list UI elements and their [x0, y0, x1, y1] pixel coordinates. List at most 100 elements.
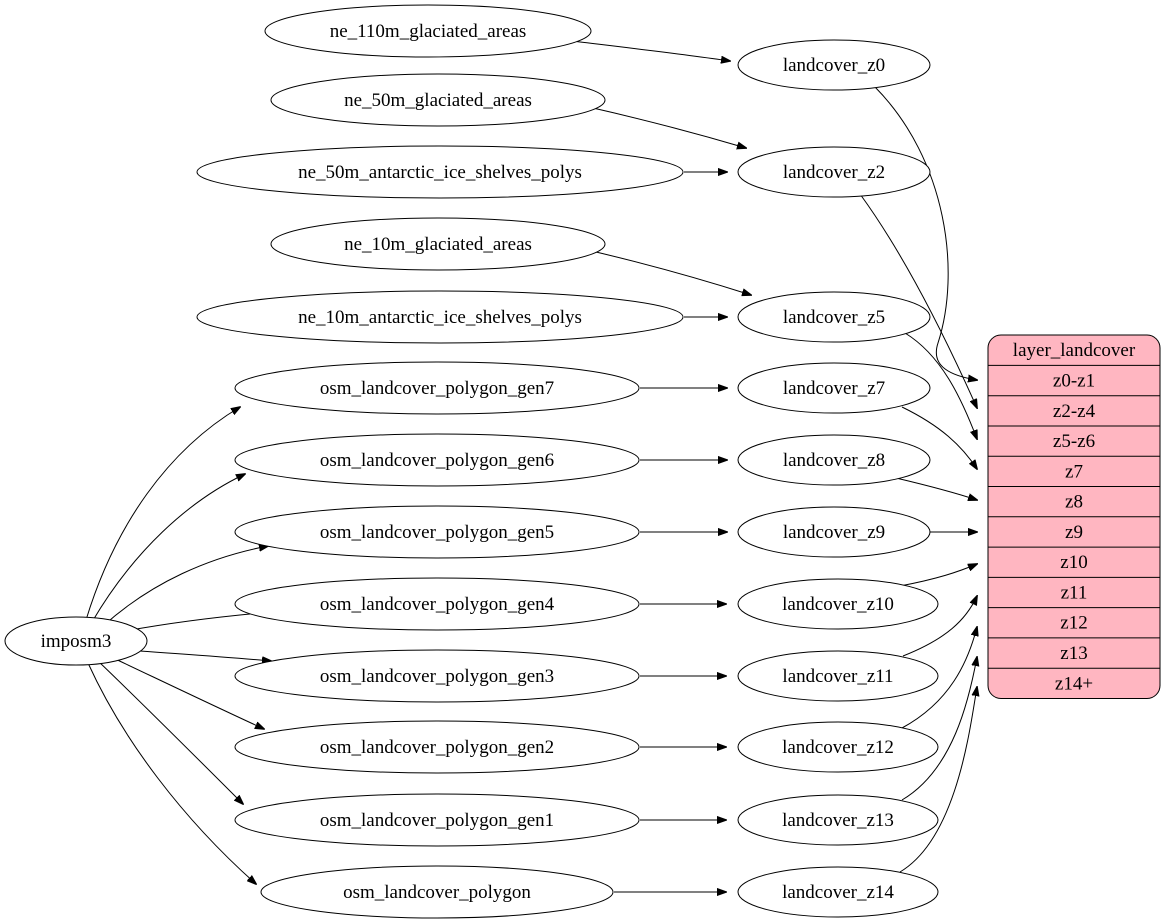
- node-landcover_z9: landcover_z9: [737, 506, 931, 558]
- node-imposm3: imposm3: [4, 616, 148, 666]
- node-osm_landcover_polygon_gen3-label: osm_landcover_polygon_gen3: [320, 666, 554, 687]
- node-landcover_z2-shape: [737, 146, 931, 198]
- node-landcover_z9-shape: [737, 506, 931, 558]
- node-landcover_z0-label: landcover_z0: [783, 55, 885, 76]
- table-layer-landcover: layer_landcover z0-z1 z2-z4 z5-z6 z7 z8 …: [987, 334, 1161, 699]
- node-landcover_z9-label: landcover_z9: [783, 522, 885, 543]
- edge-imposm3-to-osm_landcover_polygon_gen1: [96, 659, 243, 804]
- edge-ne_50m_glaciated_areas-to-landcover_z2: [592, 107, 746, 148]
- edge-landcover_z10-to-row-z10: [899, 564, 977, 587]
- node-osm_landcover_polygon_gen1: osm_landcover_polygon_gen1: [234, 793, 640, 847]
- table-row-z11: z11: [1061, 583, 1088, 604]
- node-landcover_z2: landcover_z2: [737, 146, 931, 198]
- table-row-z5-z6: z5-z6: [1053, 431, 1095, 452]
- table-row-z10: z10: [1060, 552, 1087, 573]
- edge-group: [85, 40, 977, 892]
- node-osm_landcover_polygon_gen5: osm_landcover_polygon_gen5: [234, 505, 640, 559]
- table-row-z0-z1: z0-z1: [1053, 371, 1095, 392]
- node-landcover_z8: landcover_z8: [737, 434, 931, 486]
- node-landcover_z10-shape: [737, 578, 939, 630]
- node-landcover_z14-label: landcover_z14: [782, 882, 894, 903]
- node-osm_landcover_polygon_gen2: osm_landcover_polygon_gen2: [234, 720, 640, 774]
- node-landcover_z8-label: landcover_z8: [783, 450, 885, 471]
- node-osm_landcover_polygon_gen7-shape: [234, 361, 640, 415]
- node-landcover_z0: landcover_z0: [737, 39, 931, 91]
- edge-landcover_z8-to-row-z8: [895, 477, 977, 500]
- node-osm_landcover_polygon: osm_landcover_polygon: [260, 865, 614, 919]
- table-title: layer_landcover: [1013, 340, 1136, 361]
- node-landcover_z13: landcover_z13: [737, 794, 939, 846]
- node-ne_50m_antarctic_ice_shelves_polys: ne_50m_antarctic_ice_shelves_polys: [196, 145, 684, 199]
- node-osm_landcover_polygon_gen2-label: osm_landcover_polygon_gen2: [320, 737, 554, 758]
- edge-landcover_z0-to-row-z0-z1: [874, 86, 977, 380]
- node-ne_50m_glaciated_areas: ne_50m_glaciated_areas: [270, 73, 606, 127]
- table-row-z2-z4: z2-z4: [1053, 401, 1096, 422]
- node-landcover_z5-label: landcover_z5: [783, 307, 885, 328]
- node-landcover_z0-shape: [737, 39, 931, 91]
- edge-landcover_z11-to-row-z11: [902, 596, 977, 657]
- node-ne_10m_antarctic_ice_shelves_polys: ne_10m_antarctic_ice_shelves_polys: [196, 290, 684, 344]
- node-osm_landcover_polygon_gen5-shape: [234, 505, 640, 559]
- edge-landcover_z14-to-row-z14plus: [899, 687, 977, 873]
- node-osm_landcover_polygon_gen2-shape: [234, 720, 640, 774]
- table-row-z8: z8: [1065, 492, 1083, 513]
- edge-landcover_z2-to-row-z2-z4: [859, 193, 977, 408]
- node-ne_50m_antarctic_ice_shelves_polys-label: ne_50m_antarctic_ice_shelves_polys: [298, 162, 582, 183]
- node-osm_landcover_polygon-label: osm_landcover_polygon: [343, 882, 531, 903]
- edge-imposm3-to-osm_landcover_polygon_gen4: [124, 612, 271, 632]
- node-osm_landcover_polygon_gen3-shape: [234, 649, 640, 703]
- edge-imposm3-to-osm_landcover_polygon_gen2: [108, 655, 264, 729]
- node-ne_10m_antarctic_ice_shelves_polys-shape: [196, 290, 684, 344]
- edge-ne_10m_glaciated_areas-to-landcover_z5: [595, 251, 751, 295]
- node-landcover_z10: landcover_z10: [737, 578, 939, 630]
- node-landcover_z12-shape: [737, 721, 939, 773]
- node-osm_landcover_polygon_gen6-label: osm_landcover_polygon_gen6: [320, 450, 554, 471]
- node-ne_50m_glaciated_areas-shape: [270, 73, 606, 127]
- node-ne_110m_glaciated_areas-shape: [264, 4, 592, 58]
- node-osm_landcover_polygon_gen7: osm_landcover_polygon_gen7: [234, 361, 640, 415]
- node-landcover_z11-label: landcover_z11: [782, 666, 893, 687]
- node-osm_landcover_polygon_gen4: osm_landcover_polygon_gen4: [234, 577, 640, 631]
- table-row-z13: z13: [1060, 643, 1087, 664]
- node-landcover_z8-shape: [737, 434, 931, 486]
- node-osm_landcover_polygon_gen7-label: osm_landcover_polygon_gen7: [320, 378, 554, 399]
- table-row-z14plus: z14+: [1055, 673, 1093, 694]
- node-osm_landcover_polygon_gen6: osm_landcover_polygon_gen6: [234, 433, 640, 487]
- node-landcover_z14: landcover_z14: [737, 866, 939, 918]
- node-landcover_z12: landcover_z12: [737, 721, 939, 773]
- node-ne_110m_glaciated_areas-label: ne_110m_glaciated_areas: [330, 21, 527, 42]
- edge-imposm3-to-osm_landcover_polygon: [87, 662, 256, 884]
- edge-landcover_z13-to-row-z13: [901, 657, 977, 801]
- node-imposm3-label: imposm3: [41, 631, 112, 652]
- node-ne_10m_glaciated_areas-shape: [270, 217, 606, 271]
- node-osm_landcover_polygon-shape: [260, 865, 614, 919]
- edge-landcover_z5-to-row-z5-z6: [904, 332, 977, 439]
- edge-imposm3-to-osm_landcover_polygon_gen5: [102, 546, 268, 627]
- node-osm_landcover_polygon_gen1-label: osm_landcover_polygon_gen1: [320, 810, 554, 831]
- node-landcover_z2-label: landcover_z2: [783, 162, 885, 183]
- node-osm_landcover_polygon_gen5-label: osm_landcover_polygon_gen5: [320, 522, 554, 543]
- node-ne_50m_antarctic_ice_shelves_polys-shape: [196, 145, 684, 199]
- node-landcover_z13-label: landcover_z13: [782, 810, 894, 831]
- node-landcover_z11: landcover_z11: [737, 650, 939, 702]
- edge-ne_110m_glaciated_areas-to-landcover_z0: [571, 40, 730, 61]
- node-landcover_z7-shape: [737, 362, 931, 414]
- node-osm_landcover_polygon_gen1-shape: [234, 793, 640, 847]
- edge-imposm3-to-osm_landcover_polygon_gen6: [91, 474, 245, 623]
- node-osm_landcover_polygon_gen3: osm_landcover_polygon_gen3: [234, 649, 640, 703]
- node-ne_50m_glaciated_areas-label: ne_50m_glaciated_areas: [344, 90, 532, 111]
- node-landcover_z11-shape: [737, 650, 939, 702]
- node-landcover_z5-shape: [737, 291, 931, 343]
- node-landcover_z13-shape: [737, 794, 939, 846]
- node-landcover_z12-label: landcover_z12: [782, 737, 894, 758]
- node-osm_landcover_polygon_gen4-shape: [234, 577, 640, 631]
- node-osm_landcover_polygon_gen4-label: osm_landcover_polygon_gen4: [320, 594, 555, 615]
- edge-imposm3-to-osm_landcover_polygon_gen7: [85, 407, 240, 621]
- node-ne_10m_glaciated_areas: ne_10m_glaciated_areas: [270, 217, 606, 271]
- table-row-z7: z7: [1065, 461, 1083, 482]
- node-landcover_z7-label: landcover_z7: [783, 378, 885, 399]
- table-row-z9: z9: [1065, 522, 1083, 543]
- node-ne_10m_antarctic_ice_shelves_polys-label: ne_10m_antarctic_ice_shelves_polys: [298, 307, 582, 328]
